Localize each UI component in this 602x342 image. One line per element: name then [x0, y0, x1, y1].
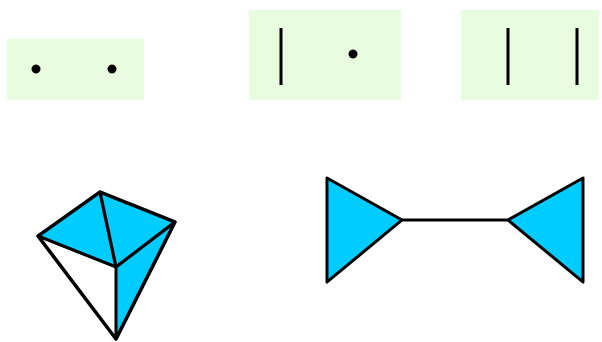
kite-complex: [36, 190, 177, 341]
kite-outline: [36, 190, 177, 341]
dot: [107, 64, 117, 74]
kite-edge: [114, 220, 177, 269]
dot: [348, 49, 358, 59]
kite-edge: [36, 234, 118, 269]
panel-bar-dot: [249, 10, 401, 100]
panel-background: [7, 39, 144, 100]
panel-background: [249, 10, 401, 100]
dot: [31, 64, 41, 74]
kite-edge: [98, 190, 118, 269]
panel-dot-dot: [7, 39, 144, 100]
panel-bar-bar: [461, 10, 599, 100]
bowtie-left-triangle: [325, 176, 404, 284]
bowtie-right-triangle: [506, 176, 585, 284]
bowtie-graph: [325, 176, 585, 284]
